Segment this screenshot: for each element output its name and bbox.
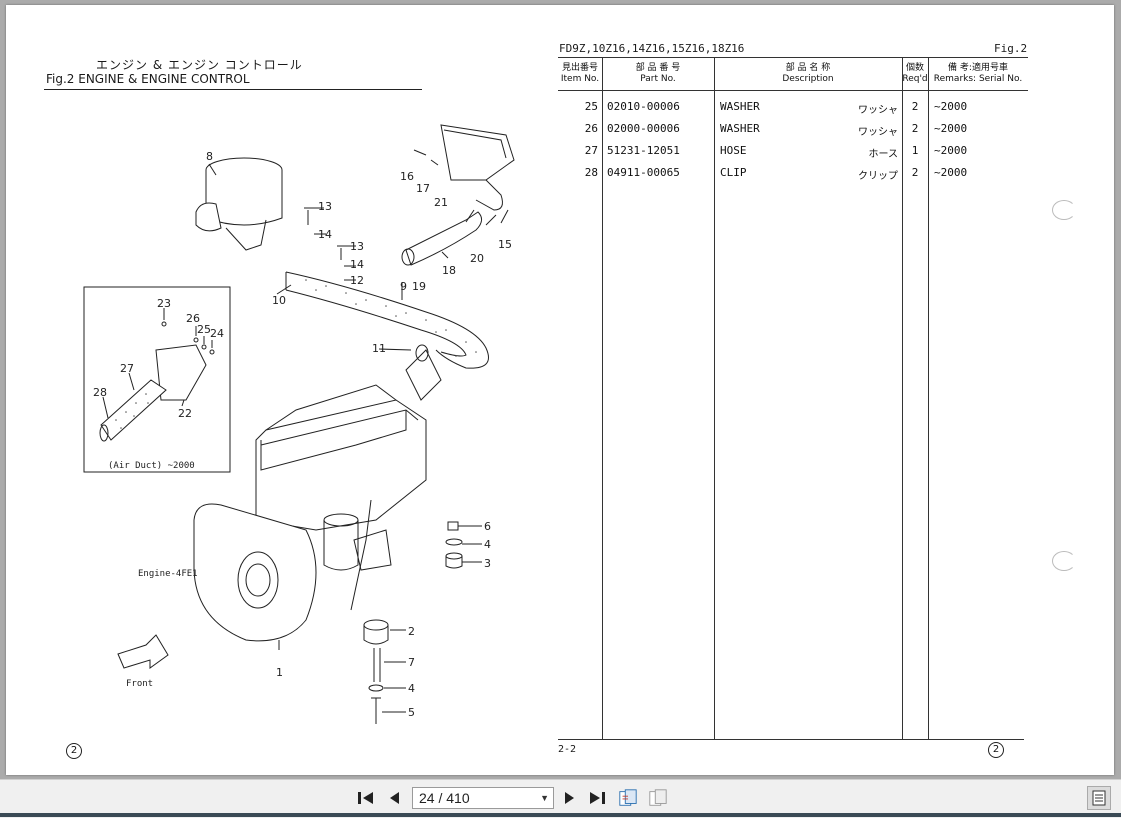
table-bottom-rule	[558, 739, 1024, 740]
callout-23: 23	[157, 297, 171, 310]
viewer-toolbar: 24 / 410 ▼	[0, 779, 1121, 818]
col-divider-2	[714, 57, 715, 740]
document-properties-icon[interactable]	[1087, 786, 1111, 810]
callout-11: 11	[372, 342, 386, 355]
callout-13b: 13	[350, 240, 364, 253]
front-label: Front	[126, 679, 153, 689]
row-part-no: 51231-12051	[607, 144, 680, 157]
row-item-no: 26	[584, 122, 598, 135]
callout-10: 10	[272, 294, 286, 307]
row-part-no: 02010-00006	[607, 100, 680, 113]
col-divider-4	[928, 57, 929, 740]
engine-parts-diagram: 8 13 14 13 14 12 10 9 11 16 17 21 15 20 …	[83, 124, 515, 724]
single-page-view-icon[interactable]	[618, 788, 638, 808]
callout-16: 16	[400, 170, 414, 183]
models-title: FD9Z,10Z16,14Z16,15Z16,18Z16	[559, 42, 745, 55]
callout-20: 20	[470, 252, 484, 265]
callout-1: 1	[276, 666, 283, 679]
callout-24: 24	[210, 327, 224, 340]
callout-4b: 4	[408, 682, 415, 695]
row-description-jp: クリップ	[858, 171, 898, 182]
callout-3: 3	[484, 557, 491, 570]
binder-hole-mark	[1052, 551, 1076, 571]
callout-22: 22	[178, 407, 192, 420]
callout-26: 26	[186, 312, 200, 325]
callout-6: 6	[484, 520, 491, 533]
air-duct-label: (Air Duct) ~2000	[108, 461, 195, 471]
page-circle-left: 2	[66, 743, 82, 759]
footer-page-number: 2-2	[558, 744, 577, 755]
prev-page-icon[interactable]	[384, 788, 404, 808]
table-header-rule	[558, 90, 1028, 91]
row-description-jp: ワッシャ	[858, 127, 898, 138]
callout-17: 17	[416, 182, 430, 195]
page-number-field[interactable]: 24 / 410 ▼	[412, 787, 554, 809]
section-title-en: Fig.2 ENGINE & ENGINE CONTROL	[46, 72, 250, 86]
callout-21: 21	[434, 196, 448, 209]
callout-14b: 14	[350, 258, 364, 271]
row-description: WASHER	[720, 100, 760, 113]
chevron-down-icon[interactable]: ▼	[540, 793, 549, 803]
section-title-jp: エンジン & エンジン コントロール	[96, 58, 303, 72]
last-page-icon[interactable]	[587, 788, 607, 808]
header-rule	[44, 89, 422, 90]
callout-19: 19	[412, 280, 426, 293]
row-description: WASHER	[720, 122, 760, 135]
row-qty: 2	[911, 166, 919, 179]
callout-2: 2	[408, 625, 415, 638]
callout-14a: 14	[318, 228, 332, 241]
row-qty: 1	[911, 144, 919, 157]
col-divider-3	[902, 57, 903, 740]
row-remarks: ~2000	[934, 144, 968, 157]
callout-4a: 4	[484, 538, 491, 551]
callout-18: 18	[442, 264, 456, 277]
two-page-view-icon[interactable]	[648, 788, 668, 808]
callout-28: 28	[93, 386, 107, 399]
table-top-rule	[558, 57, 1028, 58]
row-description: CLIP	[720, 166, 747, 179]
page-number-value: 24 / 410	[419, 790, 470, 806]
page-circle-right: 2	[988, 742, 1004, 758]
callout-25: 25	[197, 323, 211, 336]
row-remarks: ~2000	[934, 122, 968, 135]
row-remarks: ~2000	[934, 166, 968, 179]
row-item-no: 27	[584, 144, 598, 157]
row-item-no: 28	[584, 166, 598, 179]
engine-label: Engine-4FE1	[138, 569, 198, 579]
row-qty: 2	[911, 122, 919, 135]
row-description: HOSE	[720, 144, 747, 157]
fig-label: Fig.2	[994, 42, 1028, 55]
col-divider-1	[602, 57, 603, 740]
row-part-no: 02000-00006	[607, 122, 680, 135]
callout-7: 7	[408, 656, 415, 669]
callout-12: 12	[350, 274, 364, 287]
callout-27: 27	[120, 362, 134, 375]
window-bottom-edge	[0, 813, 1121, 817]
binder-hole-mark	[1052, 200, 1076, 220]
row-remarks: ~2000	[934, 100, 968, 113]
next-page-icon[interactable]	[560, 788, 580, 808]
callout-13a: 13	[318, 200, 332, 213]
pdf-page: エンジン & エンジン コントロール Fig.2 ENGINE & ENGINE…	[6, 5, 1114, 775]
callout-8: 8	[206, 150, 213, 163]
first-page-icon[interactable]	[356, 788, 376, 808]
callout-15: 15	[498, 238, 512, 251]
row-qty: 2	[911, 100, 919, 113]
callout-9: 9	[400, 280, 407, 293]
callout-5: 5	[408, 706, 415, 719]
row-description-jp: ワッシャ	[858, 105, 898, 116]
row-description-jp: ホース	[868, 149, 899, 160]
row-item-no: 25	[584, 100, 598, 113]
row-part-no: 04911-00065	[607, 166, 680, 179]
